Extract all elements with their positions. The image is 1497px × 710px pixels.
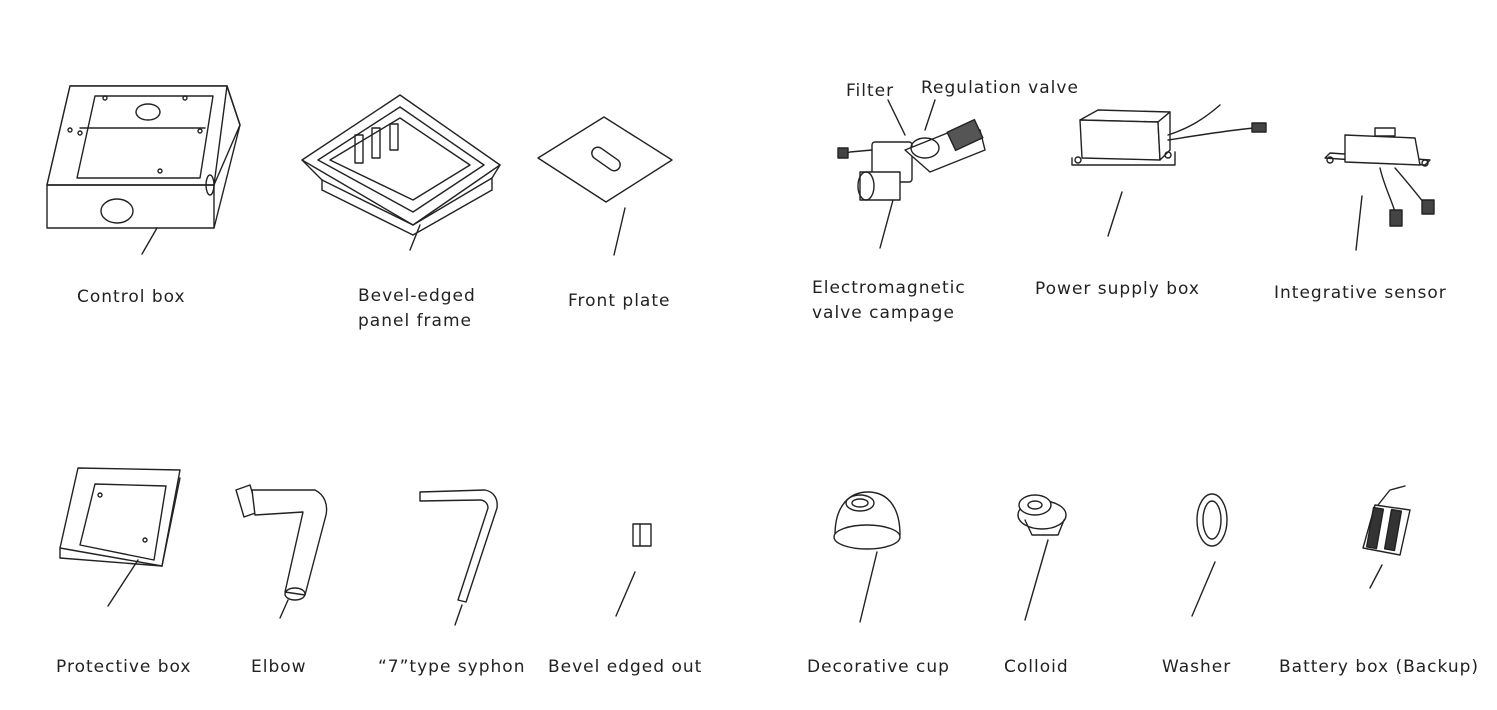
label-battery-box: Battery box (Backup) bbox=[1279, 657, 1480, 677]
valve-drawing bbox=[837, 99, 986, 249]
label-control-box: Control box bbox=[77, 287, 186, 307]
label-syphon: “7”type syphon bbox=[378, 657, 526, 677]
washer-drawing bbox=[1191, 493, 1228, 617]
elbow-drawing bbox=[235, 484, 328, 619]
bevel-frame-drawing bbox=[301, 94, 501, 251]
label-decorative-cup: Decorative cup bbox=[807, 657, 950, 677]
label-electromagnetic-valve: Electromagnetic valve campage bbox=[812, 278, 966, 323]
label-sensor: Integrative sensor bbox=[1274, 283, 1447, 303]
protective-box-drawing bbox=[59, 467, 181, 607]
colloid-drawing bbox=[1017, 494, 1067, 621]
control-box-drawing bbox=[46, 85, 241, 255]
label-colloid: Colloid bbox=[1004, 657, 1069, 677]
power-supply-drawing bbox=[1071, 104, 1267, 237]
bevel-out-drawing bbox=[615, 523, 652, 617]
sensor-drawing bbox=[1324, 127, 1435, 251]
label-elbow: Elbow bbox=[251, 657, 307, 677]
label-power-supply: Power supply box bbox=[1035, 279, 1200, 299]
label-bevel-out: Bevel edged out bbox=[548, 657, 703, 677]
label-front-plate: Front plate bbox=[568, 291, 671, 311]
label-protective-box: Protective box bbox=[56, 657, 192, 677]
label-filter: Filter bbox=[846, 81, 895, 101]
label-regulation-valve: Regulation valve bbox=[921, 78, 1079, 98]
decorative-cup-drawing bbox=[833, 491, 901, 623]
battery-box-drawing bbox=[1362, 485, 1411, 589]
syphon-drawing bbox=[419, 489, 498, 626]
label-bevel-frame: Bevel-edged panel frame bbox=[358, 286, 476, 331]
label-washer: Washer bbox=[1162, 657, 1232, 677]
front-plate-drawing bbox=[537, 116, 673, 256]
